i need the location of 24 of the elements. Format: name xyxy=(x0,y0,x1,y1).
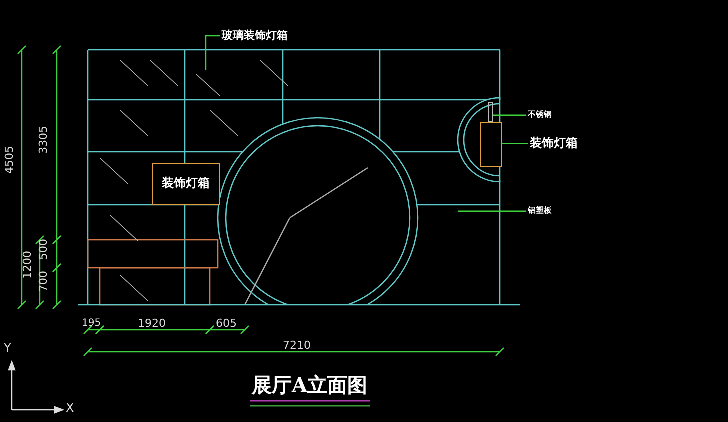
leader-line xyxy=(502,143,528,144)
leader-line xyxy=(458,210,526,212)
dimension-text: 700 xyxy=(38,271,50,292)
callout-label: 玻璃装饰灯箱 xyxy=(222,30,288,42)
dimension-text: 1920 xyxy=(138,318,166,330)
axis-label: X xyxy=(66,402,74,416)
dimension-text: 605 xyxy=(216,318,237,330)
leader-line xyxy=(205,35,220,70)
axis-label: Y xyxy=(4,342,12,356)
dimension-text: 195 xyxy=(82,318,102,329)
stainless-strip xyxy=(488,102,493,122)
callout-label: 装饰灯箱 xyxy=(530,137,578,150)
dimension-text: 4505 xyxy=(4,146,16,174)
box-label: 装饰灯箱 xyxy=(162,177,210,191)
callout-label: 不锈钢 xyxy=(528,111,552,120)
dimension-text: 1200 xyxy=(22,251,34,279)
drawing-title: 展厅A立面图 xyxy=(252,374,368,396)
leader-line xyxy=(493,114,526,116)
dimension-text: 7210 xyxy=(283,340,311,352)
light-box xyxy=(152,163,220,205)
callout-label: 铝塑板 xyxy=(528,207,552,216)
dimension-text: 3305 xyxy=(38,126,50,154)
dimension-text: 500 xyxy=(38,239,50,260)
light-box-drawing xyxy=(480,122,502,167)
